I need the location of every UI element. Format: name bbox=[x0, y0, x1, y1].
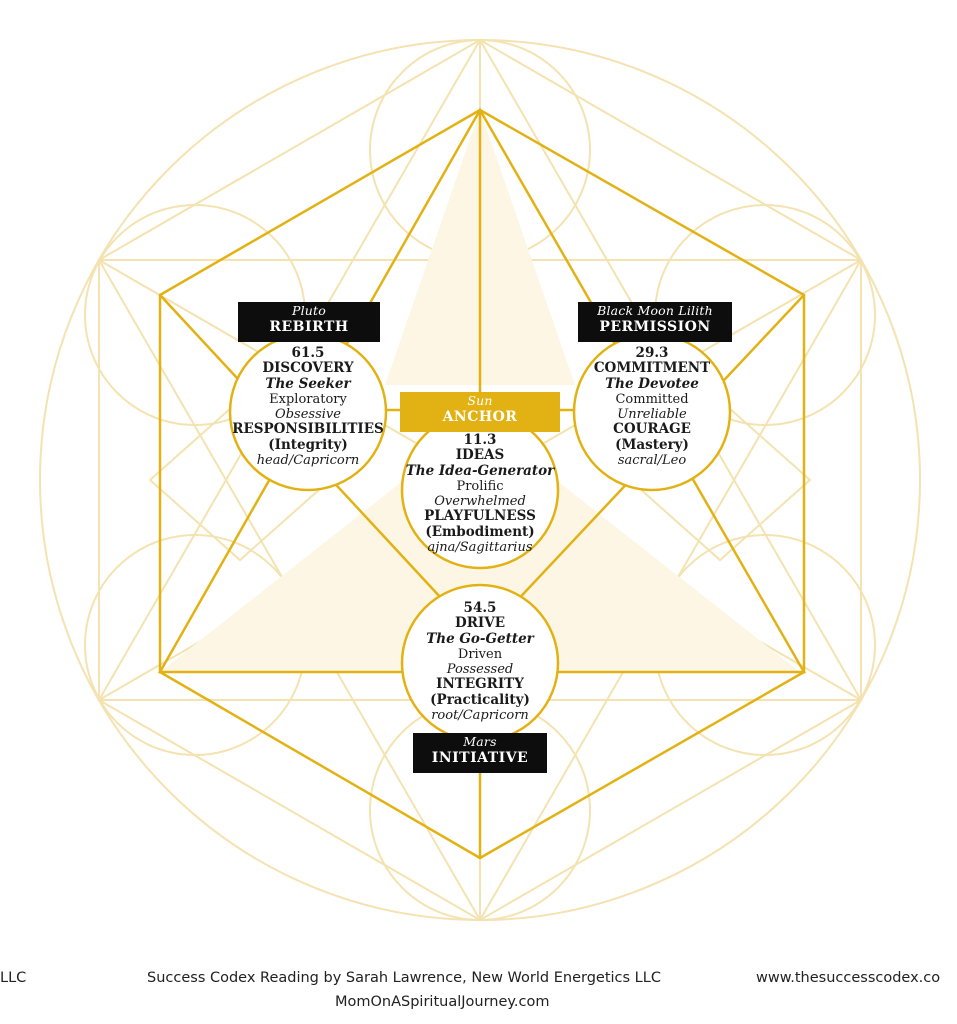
gate-virtue-sub: (Practicality) bbox=[430, 691, 530, 708]
sun-label: Sun ANCHOR bbox=[400, 392, 560, 432]
gate-shadow: Obsessive bbox=[275, 407, 341, 423]
gate-location: ajna/Sagittarius bbox=[427, 540, 533, 556]
gate-number: 54.5 bbox=[463, 600, 497, 616]
ideas-text: 11.3 IDEAS The Idea-Generator Prolific O… bbox=[395, 432, 565, 556]
gate-virtue: COURAGE bbox=[613, 421, 691, 438]
gate-number: 29.3 bbox=[635, 345, 669, 361]
discovery-text: 61.5 DISCOVERY The Seeker Exploratory Ob… bbox=[228, 345, 388, 469]
footer-center: Success Codex Reading by Sarah Lawrence,… bbox=[147, 970, 661, 986]
gate-archetype: The Seeker bbox=[265, 375, 351, 392]
gate-archetype: The Idea-Generator bbox=[405, 462, 555, 479]
gate-virtue-sub: (Integrity) bbox=[268, 436, 348, 453]
footer-right: www.thesuccesscodex.co bbox=[756, 970, 941, 986]
gate-shadow: Overwhelmed bbox=[434, 494, 526, 510]
gate-name: DRIVE bbox=[454, 615, 505, 632]
gate-gift: Driven bbox=[457, 646, 503, 662]
gate-virtue: RESPONSIBILITIES bbox=[232, 421, 384, 438]
sun-theme: ANCHOR bbox=[442, 408, 518, 425]
gate-name: IDEAS bbox=[455, 447, 505, 464]
pluto-theme: REBIRTH bbox=[269, 318, 349, 335]
footer-center-line2: MomOnASpiritualJourney.com bbox=[335, 994, 550, 1010]
lilith-theme: PERMISSION bbox=[599, 318, 711, 335]
gate-name: DISCOVERY bbox=[262, 360, 354, 377]
footer-left: LLC bbox=[0, 970, 27, 986]
pluto-planet: Pluto bbox=[291, 303, 326, 318]
drive-text: 54.5 DRIVE The Go-Getter Driven Possesse… bbox=[400, 600, 560, 724]
gate-location: sacral/Leo bbox=[617, 453, 687, 469]
gate-number: 11.3 bbox=[463, 432, 497, 448]
mars-label: Mars INITIATIVE bbox=[413, 733, 547, 773]
gate-gift: Prolific bbox=[456, 478, 504, 494]
gate-gift: Exploratory bbox=[269, 391, 347, 407]
sun-planet: Sun bbox=[467, 393, 493, 408]
gate-circles bbox=[228, 332, 732, 743]
gate-archetype: The Devotee bbox=[605, 375, 699, 392]
gate-virtue: INTEGRITY bbox=[436, 676, 524, 693]
gate-location: root/Capricorn bbox=[431, 708, 529, 724]
gate-name: COMMITMENT bbox=[593, 360, 711, 377]
gate-gift: Committed bbox=[615, 391, 689, 407]
gate-shadow: Possessed bbox=[446, 662, 514, 678]
gate-shadow: Unreliable bbox=[617, 407, 687, 423]
gate-location: head/Capricorn bbox=[256, 453, 360, 469]
pluto-label: Pluto REBIRTH bbox=[238, 302, 380, 342]
gate-virtue-sub: (Mastery) bbox=[615, 436, 689, 453]
commitment-text: 29.3 COMMITMENT The Devotee Committed Un… bbox=[572, 345, 732, 469]
gate-archetype: The Go-Getter bbox=[426, 630, 534, 647]
lilith-planet: Black Moon Lilith bbox=[597, 303, 713, 318]
gate-virtue: PLAYFULNESS bbox=[424, 508, 536, 525]
mars-theme: INITIATIVE bbox=[431, 749, 529, 766]
gate-virtue-sub: (Embodiment) bbox=[425, 523, 535, 540]
lilith-label: Black Moon Lilith PERMISSION bbox=[578, 302, 732, 342]
gate-number: 61.5 bbox=[291, 345, 325, 361]
mars-planet: Mars bbox=[463, 734, 497, 749]
